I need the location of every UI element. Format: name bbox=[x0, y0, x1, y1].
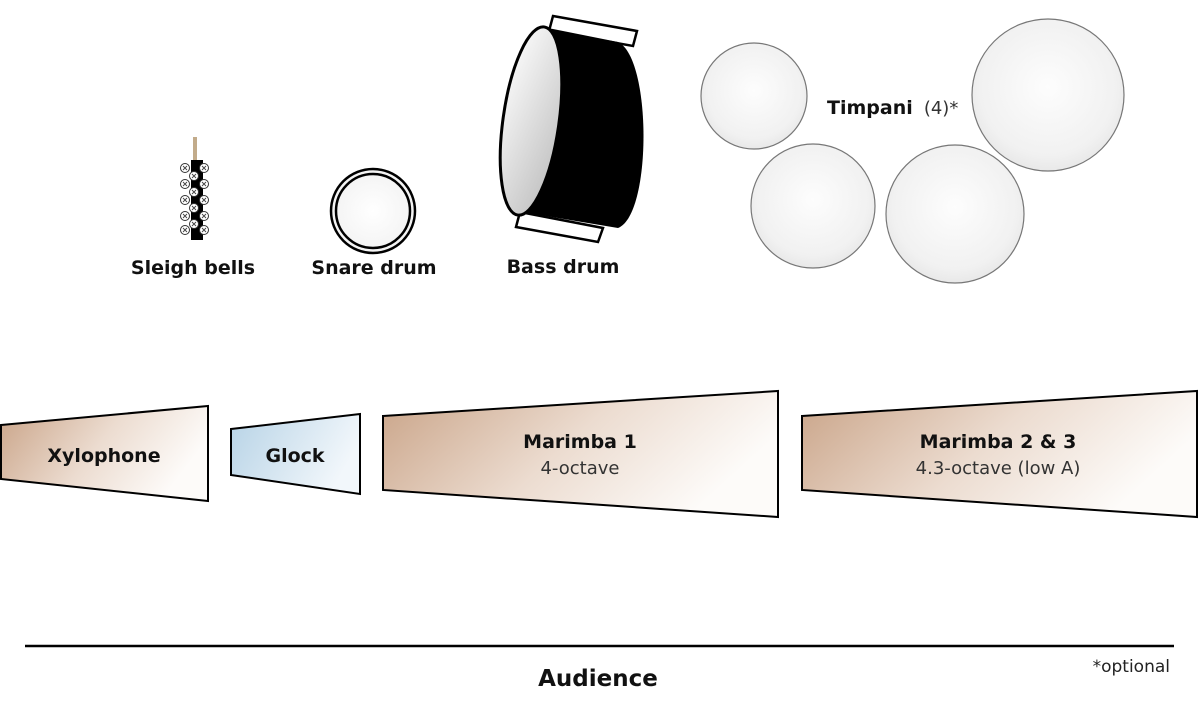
timpani-drum bbox=[750, 143, 876, 269]
timpani-qualifier: (4)* bbox=[924, 98, 959, 119]
marimba-2-3-range: 4.3-octave (low A) bbox=[916, 458, 1081, 479]
marimba-2-3-label: Marimba 2 & 3 bbox=[920, 431, 1077, 453]
timpani-icon bbox=[700, 18, 1125, 284]
snare-drum-label: Snare drum bbox=[311, 257, 436, 279]
timpani-label-group: Timpani (4)* bbox=[827, 97, 958, 119]
audience-label: Audience bbox=[538, 666, 658, 692]
marimba-1-label: Marimba 1 bbox=[523, 431, 637, 453]
bass-drum-label: Bass drum bbox=[507, 256, 620, 278]
sleigh-bells-icon bbox=[180, 137, 209, 240]
sleigh-bells-label: Sleigh bells bbox=[131, 257, 255, 279]
timpani-label: Timpani bbox=[827, 97, 913, 119]
timpani-drum bbox=[885, 144, 1025, 284]
glock-shape bbox=[230, 412, 361, 496]
marimba-2-3-shape bbox=[801, 389, 1198, 519]
optional-footnote: *optional bbox=[1093, 657, 1170, 677]
bass-drum-icon bbox=[498, 14, 644, 244]
marimba-1-shape bbox=[382, 389, 779, 519]
timpani-drum bbox=[971, 18, 1125, 172]
timpani-drum bbox=[700, 42, 808, 150]
marimba-1-range: 4-octave bbox=[540, 458, 619, 479]
glock-label: Glock bbox=[265, 445, 324, 467]
snare-drum-icon bbox=[329, 167, 417, 255]
xylophone-shape bbox=[0, 404, 209, 503]
xylophone-label: Xylophone bbox=[47, 445, 160, 467]
